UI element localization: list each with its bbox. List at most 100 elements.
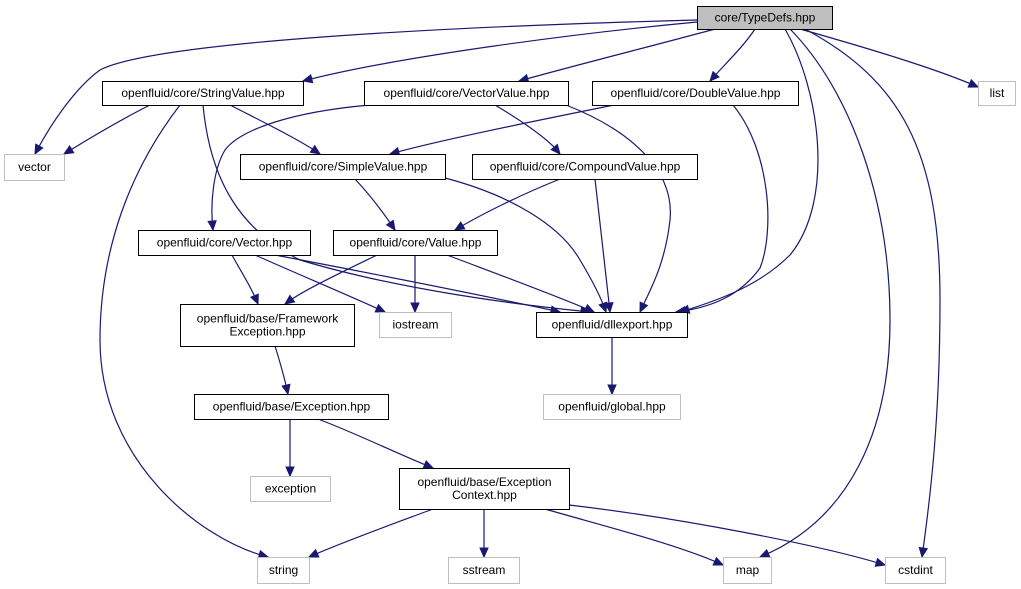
node-box	[723, 557, 772, 584]
node-box	[333, 230, 498, 256]
node-map: map	[723, 557, 772, 584]
edges-layer	[34, 19, 980, 567]
node-label: openfluid/core/StringValue.hpp	[121, 86, 285, 100]
node-string: string	[257, 557, 310, 584]
edge-typedefs-to-stringvalue	[301, 21, 698, 84]
edge-value-to-iostream	[410, 255, 420, 314]
edge-stringvalue-to-dllexport	[202, 104, 592, 316]
arrowhead	[307, 548, 320, 558]
arrowhead	[918, 546, 929, 559]
node-label: openfluid/base/Exception.hpp	[213, 400, 371, 414]
node-box	[472, 154, 698, 180]
edge-typedefs-to-cstdint	[804, 28, 941, 559]
arrowhead	[758, 548, 771, 558]
node-cstdint: cstdint	[885, 557, 946, 584]
arrowhead	[639, 301, 649, 314]
node-label: openfluid/dllexport.hpp	[552, 318, 673, 332]
edge-compoundvalue-to-value	[453, 178, 561, 231]
arrowhead	[34, 143, 44, 156]
node-label: list	[990, 86, 1005, 100]
node-label: openfluid/base/Framework	[197, 312, 339, 326]
edge-vectorvalue-to-corevector	[207, 104, 371, 232]
node-label: iostream	[392, 318, 438, 332]
edge-exception_hpp-to-exception	[285, 419, 295, 478]
node-simplevalue[interactable]: openfluid/core/SimpleValue.hpp	[240, 154, 446, 180]
node-compoundvalue[interactable]: openfluid/core/CompoundValue.hpp	[472, 154, 698, 180]
node-label: openfluid/core/DoubleValue.hpp	[611, 86, 781, 100]
node-box	[364, 81, 569, 106]
node-label: openfluid/core/VectorValue.hpp	[384, 86, 550, 100]
node-box	[399, 468, 570, 510]
edge-value-to-frameworkexc	[284, 254, 378, 305]
node-box	[194, 394, 389, 420]
node-label: Exception.hpp	[229, 325, 305, 339]
edge-frameworkexc-to-exception_hpp	[274, 345, 291, 396]
node-box	[257, 557, 310, 584]
node-label: openfluid/global.hpp	[558, 400, 666, 414]
nodes-layer: core/TypeDefs.hpp openfluid/core/StringVa…	[4, 6, 1016, 584]
node-dllexport[interactable]: openfluid/dllexport.hpp	[536, 312, 688, 338]
edge-corevector-to-iostream	[254, 254, 387, 313]
arrowhead	[249, 293, 259, 306]
node-label: sstream	[463, 563, 506, 577]
node-iostream: iostream	[379, 312, 452, 338]
edge-vectorvalue-to-dllexport	[565, 104, 671, 314]
node-box	[240, 154, 446, 180]
edge-typedefs-to-vectorvalue	[517, 28, 716, 84]
node-label: string	[269, 563, 298, 577]
node-box	[543, 394, 681, 420]
node-box	[102, 81, 304, 106]
arrowhead	[281, 383, 291, 396]
node-stringvalue[interactable]: openfluid/core/StringValue.hpp	[102, 81, 304, 106]
arrowhead	[598, 301, 608, 314]
arrowhead	[62, 144, 75, 155]
node-box	[885, 557, 946, 584]
node-box	[697, 6, 833, 30]
node-sstream: sstream	[448, 557, 520, 584]
node-label: openfluid/core/CompoundValue.hpp	[490, 160, 681, 174]
node-box	[978, 81, 1016, 106]
node-vector: vector	[4, 154, 65, 181]
arrowhead	[709, 70, 720, 82]
node-label: openfluid/core/Vector.hpp	[157, 236, 293, 250]
node-exception_hpp[interactable]: openfluid/base/Exception.hpp	[194, 394, 389, 420]
edge-corevector-to-frameworkexc	[231, 254, 259, 306]
node-box	[250, 476, 331, 502]
node-label: vector	[18, 160, 51, 174]
edge-simplevalue-to-dllexport	[444, 177, 608, 314]
node-label: exception	[265, 482, 316, 496]
edge-stringvalue-to-vector	[62, 104, 151, 155]
arrowhead	[284, 294, 296, 305]
node-corevector[interactable]: openfluid/core/Vector.hpp	[138, 230, 311, 256]
node-value[interactable]: openfluid/core/Value.hpp	[333, 230, 498, 256]
arrowhead	[550, 143, 561, 155]
edge-exception_hpp-to-exccontext	[317, 418, 435, 469]
node-label: core/TypeDefs.hpp	[715, 11, 816, 25]
edge-exccontext-to-cstdint	[568, 504, 887, 567]
arrowhead	[309, 144, 322, 155]
edge-typedefs-to-doublevalue	[709, 28, 756, 82]
node-box	[536, 312, 688, 338]
node-typedefs[interactable]: core/TypeDefs.hpp	[697, 6, 833, 30]
edge-simplevalue-to-value	[354, 178, 396, 232]
edge-compoundvalue-to-dllexport	[594, 178, 614, 314]
node-vectorvalue[interactable]: openfluid/core/VectorValue.hpp	[364, 81, 569, 106]
arrowhead	[207, 220, 217, 232]
node-doublevalue[interactable]: openfluid/core/DoubleValue.hpp	[592, 81, 799, 106]
node-label: cstdint	[898, 563, 933, 577]
edge-doublevalue-to-simplevalue	[388, 104, 615, 157]
edge-exccontext-to-string	[307, 508, 434, 558]
node-box	[180, 304, 355, 347]
arrowhead	[285, 466, 295, 478]
node-label: openfluid/core/SimpleValue.hpp	[259, 160, 428, 174]
arrowhead	[604, 302, 614, 314]
edge-dllexport-to-global	[607, 337, 617, 396]
edge-typedefs-to-map	[758, 28, 891, 558]
node-box	[448, 557, 520, 584]
arrowhead	[453, 221, 466, 231]
edge-stringvalue-to-simplevalue	[229, 104, 322, 155]
node-box	[138, 230, 311, 256]
